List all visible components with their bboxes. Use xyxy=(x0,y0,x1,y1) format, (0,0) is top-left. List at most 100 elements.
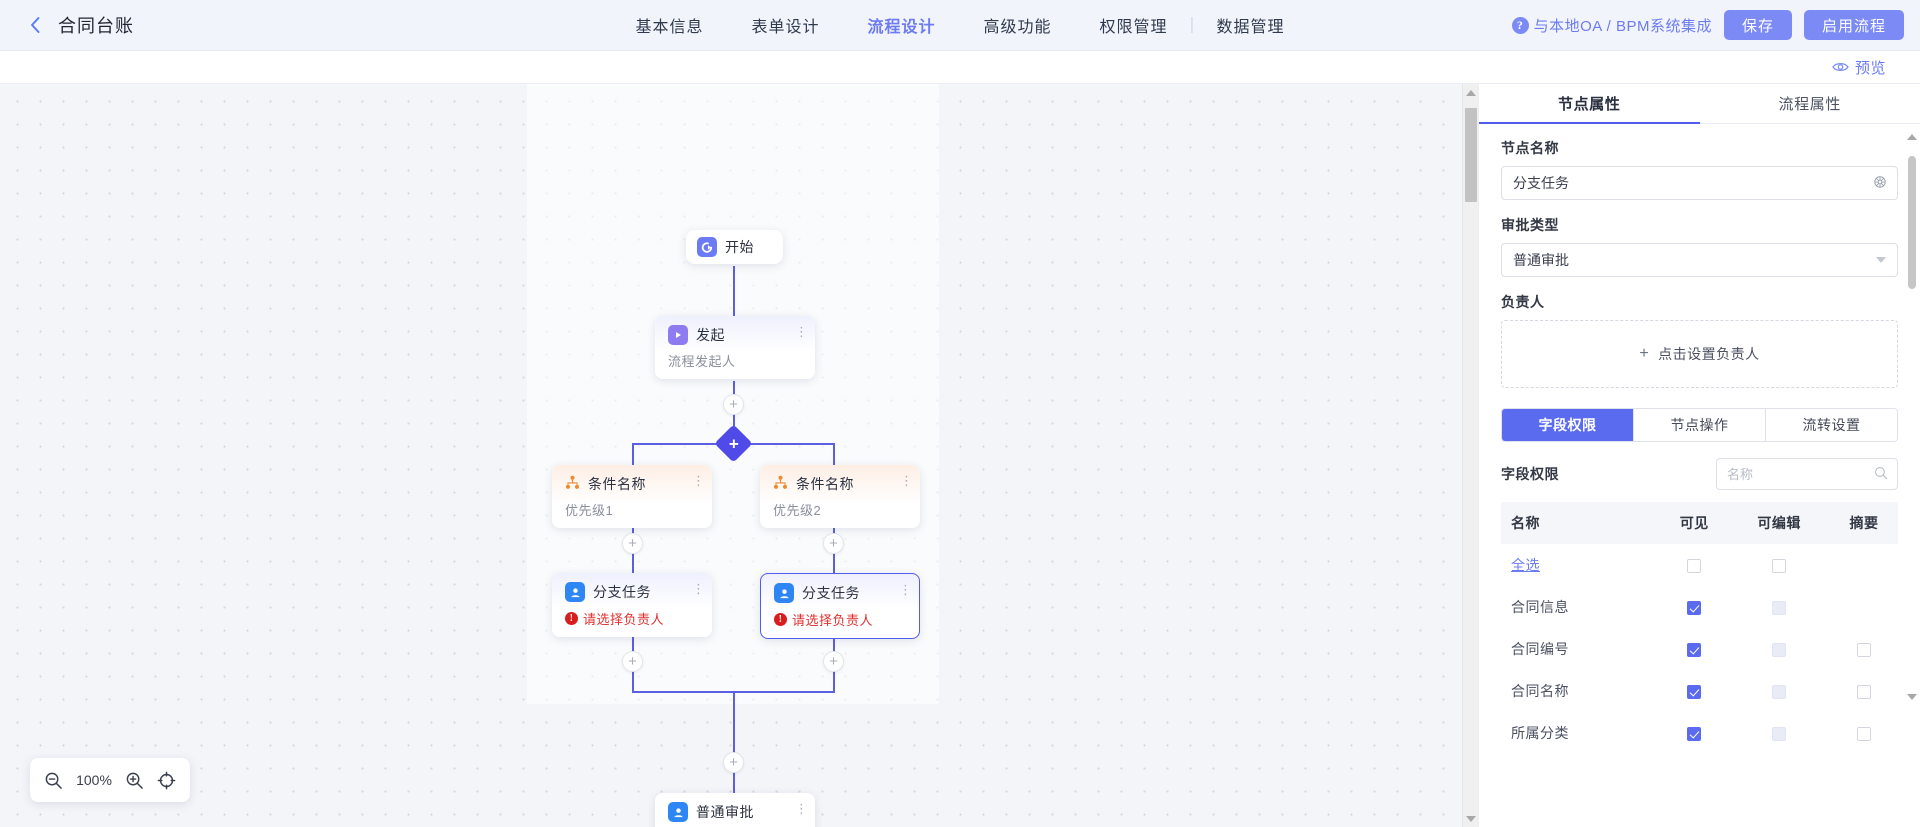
node-name-input[interactable]: 分支任务 xyxy=(1501,166,1898,200)
panel-scroll-up-arrow[interactable] xyxy=(1907,134,1917,140)
row-visible-cell[interactable] xyxy=(1660,586,1728,628)
save-button[interactable]: 保存 xyxy=(1723,10,1792,40)
add-node-after-condition-1[interactable]: + xyxy=(622,533,643,554)
visible-checkbox[interactable] xyxy=(1687,727,1702,742)
more-vertical-icon[interactable]: ⋮ xyxy=(795,802,810,817)
row-editable-cell[interactable] xyxy=(1728,628,1830,670)
gear-circle-icon[interactable] xyxy=(1873,175,1887,192)
more-vertical-icon[interactable]: ⋮ xyxy=(899,583,914,598)
editable-checkbox[interactable] xyxy=(1772,727,1787,742)
panel-scroll-down-arrow[interactable] xyxy=(1907,694,1917,700)
add-node-after-branch-1[interactable]: + xyxy=(622,651,643,672)
preview-button[interactable]: 预览 xyxy=(1832,57,1886,78)
segment-field-permissions[interactable]: 字段权限 xyxy=(1502,409,1634,441)
canvas-scrollbar[interactable] xyxy=(1462,84,1478,827)
tab-form-design[interactable]: 表单设计 xyxy=(751,19,820,36)
row-name-cell: 合同名称 xyxy=(1511,683,1569,699)
add-node-after-merge[interactable]: + xyxy=(723,752,744,773)
node-condition-2[interactable]: ⋮ 条件名称 优先级2 xyxy=(760,465,920,528)
panel-scrollbar[interactable] xyxy=(1907,134,1917,827)
plus-icon: + xyxy=(1639,345,1650,362)
more-vertical-icon[interactable]: ⋮ xyxy=(692,582,707,597)
scroll-up-arrow[interactable] xyxy=(1463,84,1478,101)
flow-canvas[interactable]: 开始 ⋮ 发起 流程发起人 + + ⋮ xyxy=(0,84,1478,827)
row-visible-cell[interactable] xyxy=(1660,712,1728,754)
node-branch-task-1[interactable]: ⋮ 分支任务 ! 请选择负责人 xyxy=(552,573,712,637)
zoom-in-icon[interactable] xyxy=(125,771,144,790)
zoom-level-label: 100% xyxy=(76,772,112,788)
summary-checkbox[interactable] xyxy=(1857,727,1872,742)
search-input[interactable] xyxy=(1727,466,1867,482)
search-icon xyxy=(1874,466,1888,483)
tab-flow-properties[interactable]: 流程属性 xyxy=(1778,96,1841,113)
editable-checkbox[interactable] xyxy=(1772,601,1787,616)
canvas-scroll-thumb[interactable] xyxy=(1465,108,1477,202)
tab-basic-info[interactable]: 基本信息 xyxy=(635,19,704,36)
tab-data-management[interactable]: 数据管理 xyxy=(1216,19,1285,36)
visible-checkbox[interactable] xyxy=(1687,559,1702,574)
more-vertical-icon[interactable]: ⋮ xyxy=(900,474,915,489)
main-nav-tabs: 基本信息 表单设计 流程设计 高级功能 权限管理 数据管理 xyxy=(611,0,1308,51)
row-summary-cell[interactable] xyxy=(1830,628,1898,670)
visible-checkbox[interactable] xyxy=(1687,601,1702,616)
row-visible-cell[interactable] xyxy=(1660,670,1728,712)
properties-panel: 节点属性 流程属性 节点名称 分支任务 审批类型 普通审批 xyxy=(1478,84,1920,827)
node-branch-task-2[interactable]: ⋮ 分支任务 ! 请选择负责人 xyxy=(760,573,920,639)
node-condition-1[interactable]: ⋮ 条件名称 优先级1 xyxy=(552,465,712,528)
set-owner-button[interactable]: + 点击设置负责人 xyxy=(1501,320,1898,388)
editable-checkbox[interactable] xyxy=(1772,643,1787,658)
segment-node-operations[interactable]: 节点操作 xyxy=(1634,409,1766,441)
approve-type-group: 审批类型 普通审批 xyxy=(1501,215,1898,277)
back-button[interactable] xyxy=(22,12,48,38)
tab-node-properties[interactable]: 节点属性 xyxy=(1479,84,1700,124)
visible-checkbox[interactable] xyxy=(1687,643,1702,658)
editable-checkbox[interactable] xyxy=(1772,559,1787,574)
add-node-after-branch-2[interactable]: + xyxy=(823,651,844,672)
row-summary-cell[interactable] xyxy=(1830,670,1898,712)
summary-checkbox[interactable] xyxy=(1857,685,1872,700)
row-editable-cell[interactable] xyxy=(1728,670,1830,712)
node-approval[interactable]: ⋮ 普通审批 ! 请选择负责人 xyxy=(655,793,815,827)
node-name-group: 节点名称 分支任务 xyxy=(1501,138,1898,200)
scroll-down-arrow[interactable] xyxy=(1463,810,1478,827)
row-summary-cell[interactable] xyxy=(1830,712,1898,754)
enable-flow-button[interactable]: 启用流程 xyxy=(1803,10,1904,40)
node-launch-sub: 流程发起人 xyxy=(668,354,736,369)
field-permissions-title: 字段权限 xyxy=(1501,466,1559,482)
more-vertical-icon[interactable]: ⋮ xyxy=(795,325,810,340)
more-vertical-icon[interactable]: ⋮ xyxy=(692,474,707,489)
tab-flow-design[interactable]: 流程设计 xyxy=(867,19,936,36)
field-permissions-header: 字段权限 xyxy=(1501,458,1898,490)
editable-checkbox[interactable] xyxy=(1772,685,1787,700)
node-launch-title: 发起 xyxy=(696,327,725,343)
node-launch[interactable]: ⋮ 发起 流程发起人 xyxy=(655,316,815,379)
table-row: 合同信息 xyxy=(1501,586,1898,628)
col-editable: 可编辑 xyxy=(1728,502,1831,544)
panel-scroll-thumb[interactable] xyxy=(1908,156,1916,289)
search-box[interactable] xyxy=(1716,458,1898,490)
fit-screen-icon[interactable] xyxy=(157,771,176,790)
approve-type-select[interactable]: 普通审批 xyxy=(1501,243,1898,277)
select-all-link[interactable]: 全选 xyxy=(1511,557,1540,573)
add-node-after-launch[interactable]: + xyxy=(723,394,744,415)
panel-segment-control: 字段权限 节点操作 流转设置 xyxy=(1501,408,1898,442)
row-editable-cell[interactable] xyxy=(1728,586,1830,628)
connector-merge-approve xyxy=(733,691,735,793)
add-node-after-condition-2[interactable]: + xyxy=(823,533,844,554)
segment-transfer-settings[interactable]: 流转设置 xyxy=(1766,409,1897,441)
row-editable-cell[interactable] xyxy=(1728,712,1830,754)
node-start[interactable]: 开始 xyxy=(686,230,783,264)
node-name-label: 节点名称 xyxy=(1501,140,1559,156)
visible-checkbox[interactable] xyxy=(1687,685,1702,700)
row-visible-cell[interactable] xyxy=(1660,544,1728,586)
user-node-icon xyxy=(565,582,585,602)
tab-advanced[interactable]: 高级功能 xyxy=(983,19,1052,36)
zoom-out-icon[interactable] xyxy=(44,771,63,790)
col-summary: 摘要 xyxy=(1830,502,1898,544)
summary-checkbox[interactable] xyxy=(1857,643,1872,658)
tab-permissions[interactable]: 权限管理 xyxy=(1099,19,1168,36)
chevron-left-icon xyxy=(31,17,40,33)
row-editable-cell[interactable] xyxy=(1728,544,1830,586)
row-visible-cell[interactable] xyxy=(1660,628,1728,670)
integration-link[interactable]: ? 与本地OA / BPM系统集成 xyxy=(1511,15,1712,36)
